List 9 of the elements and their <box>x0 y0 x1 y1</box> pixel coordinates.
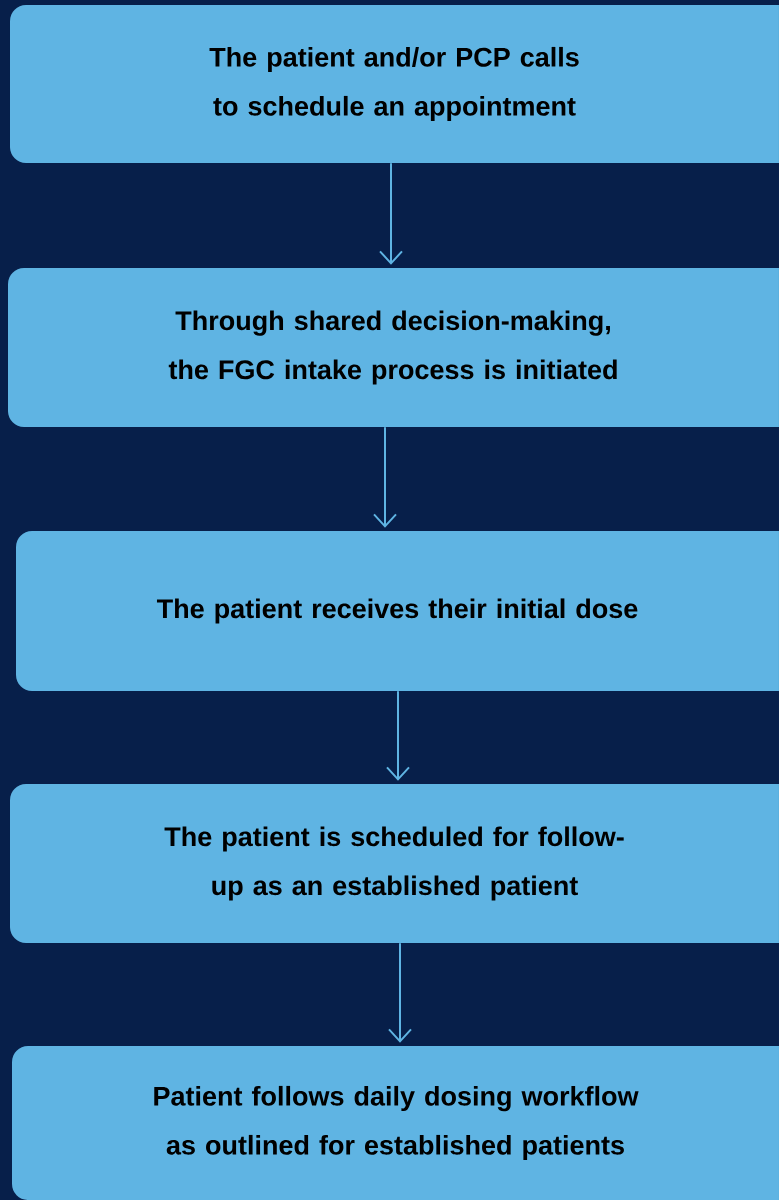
process-box: The patient is scheduled for follow-up as an established patient <box>10 784 779 943</box>
arrow <box>388 942 412 1043</box>
arrow <box>373 426 397 528</box>
process-box: The patient receives their initial dose <box>16 531 779 691</box>
process-box: The patient and/or PCP calls to schedule an appointment <box>10 5 779 163</box>
process-box: Through shared decision-making, the FGC intake process is initiated <box>8 268 779 427</box>
arrow <box>379 162 403 265</box>
arrow <box>386 690 410 781</box>
process-box: Patient follows daily dosing workflow as outlined for established patients <box>12 1046 779 1200</box>
